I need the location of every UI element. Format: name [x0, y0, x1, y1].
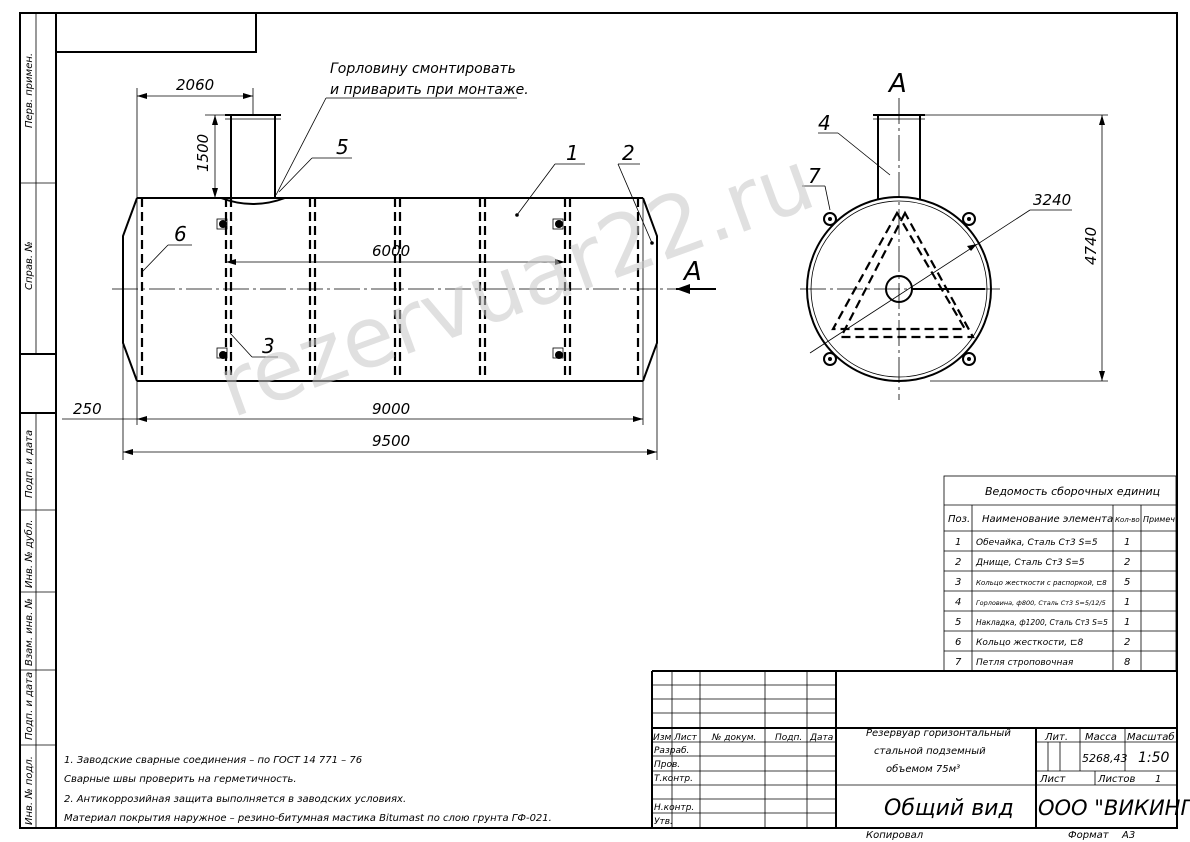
- bom-row-qty: 5: [1124, 577, 1130, 588]
- tb-row-label: Пров.: [654, 760, 680, 770]
- tb-format-value: А3: [1121, 830, 1135, 841]
- bom-row-name: Петля строповочная: [976, 658, 1074, 668]
- dim-6000: 6000: [372, 242, 410, 260]
- bom-title: Ведомость сборочных единиц: [985, 485, 1160, 498]
- position-label: 5: [336, 135, 349, 159]
- bom-row-name: Накладка, ф1200, Сталь Ст3 S=5: [976, 618, 1108, 627]
- bom-row-qty: 1: [1124, 537, 1130, 548]
- tb-col-header: Лист: [673, 733, 698, 743]
- dim-4740: 4740: [1082, 227, 1100, 265]
- bom-row-qty: 1: [1124, 617, 1130, 628]
- tb-sheets-value: 1: [1155, 774, 1161, 785]
- tb-description: стальной подземный: [874, 746, 986, 757]
- bom-row-name: Кольцо жесткости, ⊏8: [976, 638, 1084, 648]
- bom-row-name: Обечайка, Сталь Ст3 S=5: [976, 538, 1098, 548]
- stamp-label: Справ. №: [24, 241, 35, 290]
- tb-row-label: Утв.: [654, 817, 673, 827]
- tb-lit-label: Лит.: [1044, 732, 1068, 743]
- tank-section-view: [800, 98, 1108, 400]
- tb-description: Резервуар горизонтальный: [866, 728, 1011, 739]
- tb-col-header: Дата: [809, 733, 833, 743]
- tb-scale-value: 1:50: [1138, 750, 1170, 766]
- position-label: 3: [262, 334, 275, 358]
- general-notes: 1. Заводские сварные соединения – по ГОС…: [64, 755, 552, 824]
- bom-row-pos: 7: [955, 657, 962, 668]
- stamp-label: Перв. примен.: [24, 53, 35, 128]
- bom-header-note: Примеч: [1143, 515, 1175, 524]
- bom-header-name: Наименование элемента: [982, 514, 1113, 525]
- note-top-line2: и приварить при монтаже.: [330, 82, 529, 98]
- stamp-label: Подп. и дата: [24, 430, 35, 498]
- drawing-annotations: Горловину смонтировать и приварить при м…: [73, 61, 1100, 450]
- tb-col-header: № докум.: [711, 733, 756, 743]
- position-label: 6: [174, 222, 187, 246]
- stamp-label: Инв. № подл.: [24, 756, 35, 825]
- section-mark: А: [682, 257, 702, 287]
- bom-row-pos: 2: [955, 557, 961, 568]
- bom-rows: 1 Обечайка, Сталь Ст3 S=5 1 2 Днище, Ста…: [955, 537, 1130, 668]
- bom-row-pos: 4: [955, 597, 961, 608]
- note-top-line1: Горловину смонтировать: [330, 61, 516, 77]
- tb-sheet-label: Лист: [1039, 774, 1067, 785]
- bom-row-qty: 8: [1124, 657, 1130, 668]
- position-label: 7: [808, 164, 821, 188]
- tb-description: объемом 75м³: [886, 763, 960, 775]
- stamp-label: Взам. инв. №: [24, 598, 35, 666]
- tb-row-label: Разраб.: [654, 746, 689, 756]
- bom-row-name: Кольцо жесткости с распоркой, ⊏8: [976, 579, 1107, 587]
- dim-2060: 2060: [176, 76, 214, 94]
- tb-mass-value: 5268,43: [1082, 752, 1128, 765]
- bom-row-pos: 3: [955, 577, 961, 588]
- tb-mass-label: Масса: [1085, 732, 1117, 743]
- sheet-frame: [19, 12, 1178, 829]
- bom-row-pos: 5: [955, 617, 961, 628]
- position-label: 2: [622, 141, 635, 165]
- bom-row-name: Днище, Сталь Ст3 S=5: [975, 558, 1085, 568]
- bom-row-qty: 2: [1124, 637, 1130, 648]
- bom-table: Ведомость сборочных единиц Поз. Наименов…: [943, 475, 1177, 672]
- side-view-dimensions: [62, 88, 658, 460]
- tb-format-label: Формат: [1068, 830, 1110, 841]
- tb-col-header: Подп.: [775, 733, 802, 743]
- tb-company: ООО "ВИКИНГ": [1038, 796, 1190, 820]
- view-title: А: [887, 69, 907, 99]
- title-block: Изм Лист № докум. Подп. Дата Разраб. Про…: [651, 670, 1190, 841]
- tb-row-label: Т.контр.: [654, 774, 693, 784]
- tb-sheets-label: Листов: [1097, 774, 1135, 785]
- bom-row-qty: 1: [1124, 597, 1130, 608]
- watermark: rezervuar22.ru: [205, 131, 826, 437]
- tb-scale-label: Масштаб: [1127, 731, 1175, 743]
- bom-header-qty: Кол-во: [1115, 516, 1140, 524]
- bom-row-pos: 1: [955, 537, 961, 548]
- dim-250: 250: [73, 400, 102, 418]
- bom-header-pos: Поз.: [948, 514, 970, 525]
- bom-row-qty: 2: [1124, 557, 1130, 568]
- note-line: Материал покрытия наружное – резино-биту…: [64, 812, 552, 824]
- side-stamps: Перв. примен. Справ. № Подп. и дата Инв.…: [23, 53, 35, 825]
- tb-row-label: Н.контр.: [654, 803, 694, 813]
- dim-1500: 1500: [194, 134, 212, 172]
- bom-row-name: Горловина, ф800, Сталь Ст3 S=5/12/5: [976, 599, 1106, 607]
- position-label: 4: [818, 111, 831, 135]
- note-line: 2. Антикоррозийная защита выполняется в …: [64, 794, 406, 805]
- dim-9000: 9000: [372, 400, 410, 418]
- position-label: 1: [566, 141, 579, 165]
- tb-copied: Копировал: [866, 830, 924, 841]
- stamp-label: Инв. № дубл.: [23, 520, 35, 588]
- note-line: 1. Заводские сварные соединения – по ГОС…: [64, 755, 362, 766]
- tb-col-header: Изм: [653, 733, 672, 743]
- tb-drawing-name: Общий вид: [884, 796, 1014, 821]
- note-line: Сварные швы проверить на герметичность.: [64, 774, 297, 785]
- dim-3240: 3240: [1033, 191, 1071, 209]
- stamp-label: Подп. и дата: [24, 672, 35, 740]
- dim-9500: 9500: [372, 432, 410, 450]
- bom-row-pos: 6: [955, 637, 961, 648]
